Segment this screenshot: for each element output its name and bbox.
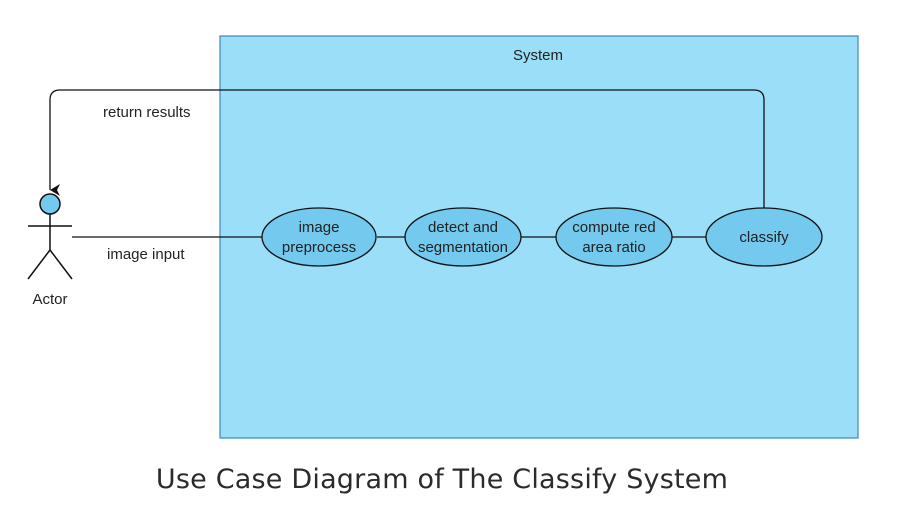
use-case-label-line: image [299, 219, 340, 236]
use-case-label-line: classify [739, 229, 789, 246]
use-case-diagram: System Actor image input return results … [27, 35, 859, 439]
input-label-bg [104, 243, 197, 263]
use-case-label-line: area ratio [582, 239, 645, 256]
actor-head [39, 193, 61, 215]
system-label: System [513, 47, 563, 64]
use-case-classify: classify [705, 207, 823, 267]
use-case-label-line: segmentation [418, 239, 508, 256]
return-edge-label: return results [103, 104, 191, 121]
use-case-image-preprocess: image preprocess [261, 207, 377, 267]
actor-left-leg [27, 249, 51, 280]
use-case-label-line: compute red [572, 219, 655, 236]
actor-label: Actor [32, 291, 67, 308]
use-case-compute-red-area-ratio: compute red area ratio [555, 207, 673, 267]
actor-right-leg [49, 249, 73, 280]
diagram-caption: Use Case Diagram of The Classify System [155, 464, 729, 495]
input-edge-label: image input [107, 246, 185, 263]
return-label-bg [101, 100, 204, 122]
use-case-detect-and-segmentation: detect and segmentation [404, 207, 522, 267]
use-case-label-line: detect and [428, 219, 498, 236]
use-case-label-line: preprocess [282, 239, 356, 256]
actor-figure [27, 193, 73, 280]
return-edge [49, 89, 765, 208]
